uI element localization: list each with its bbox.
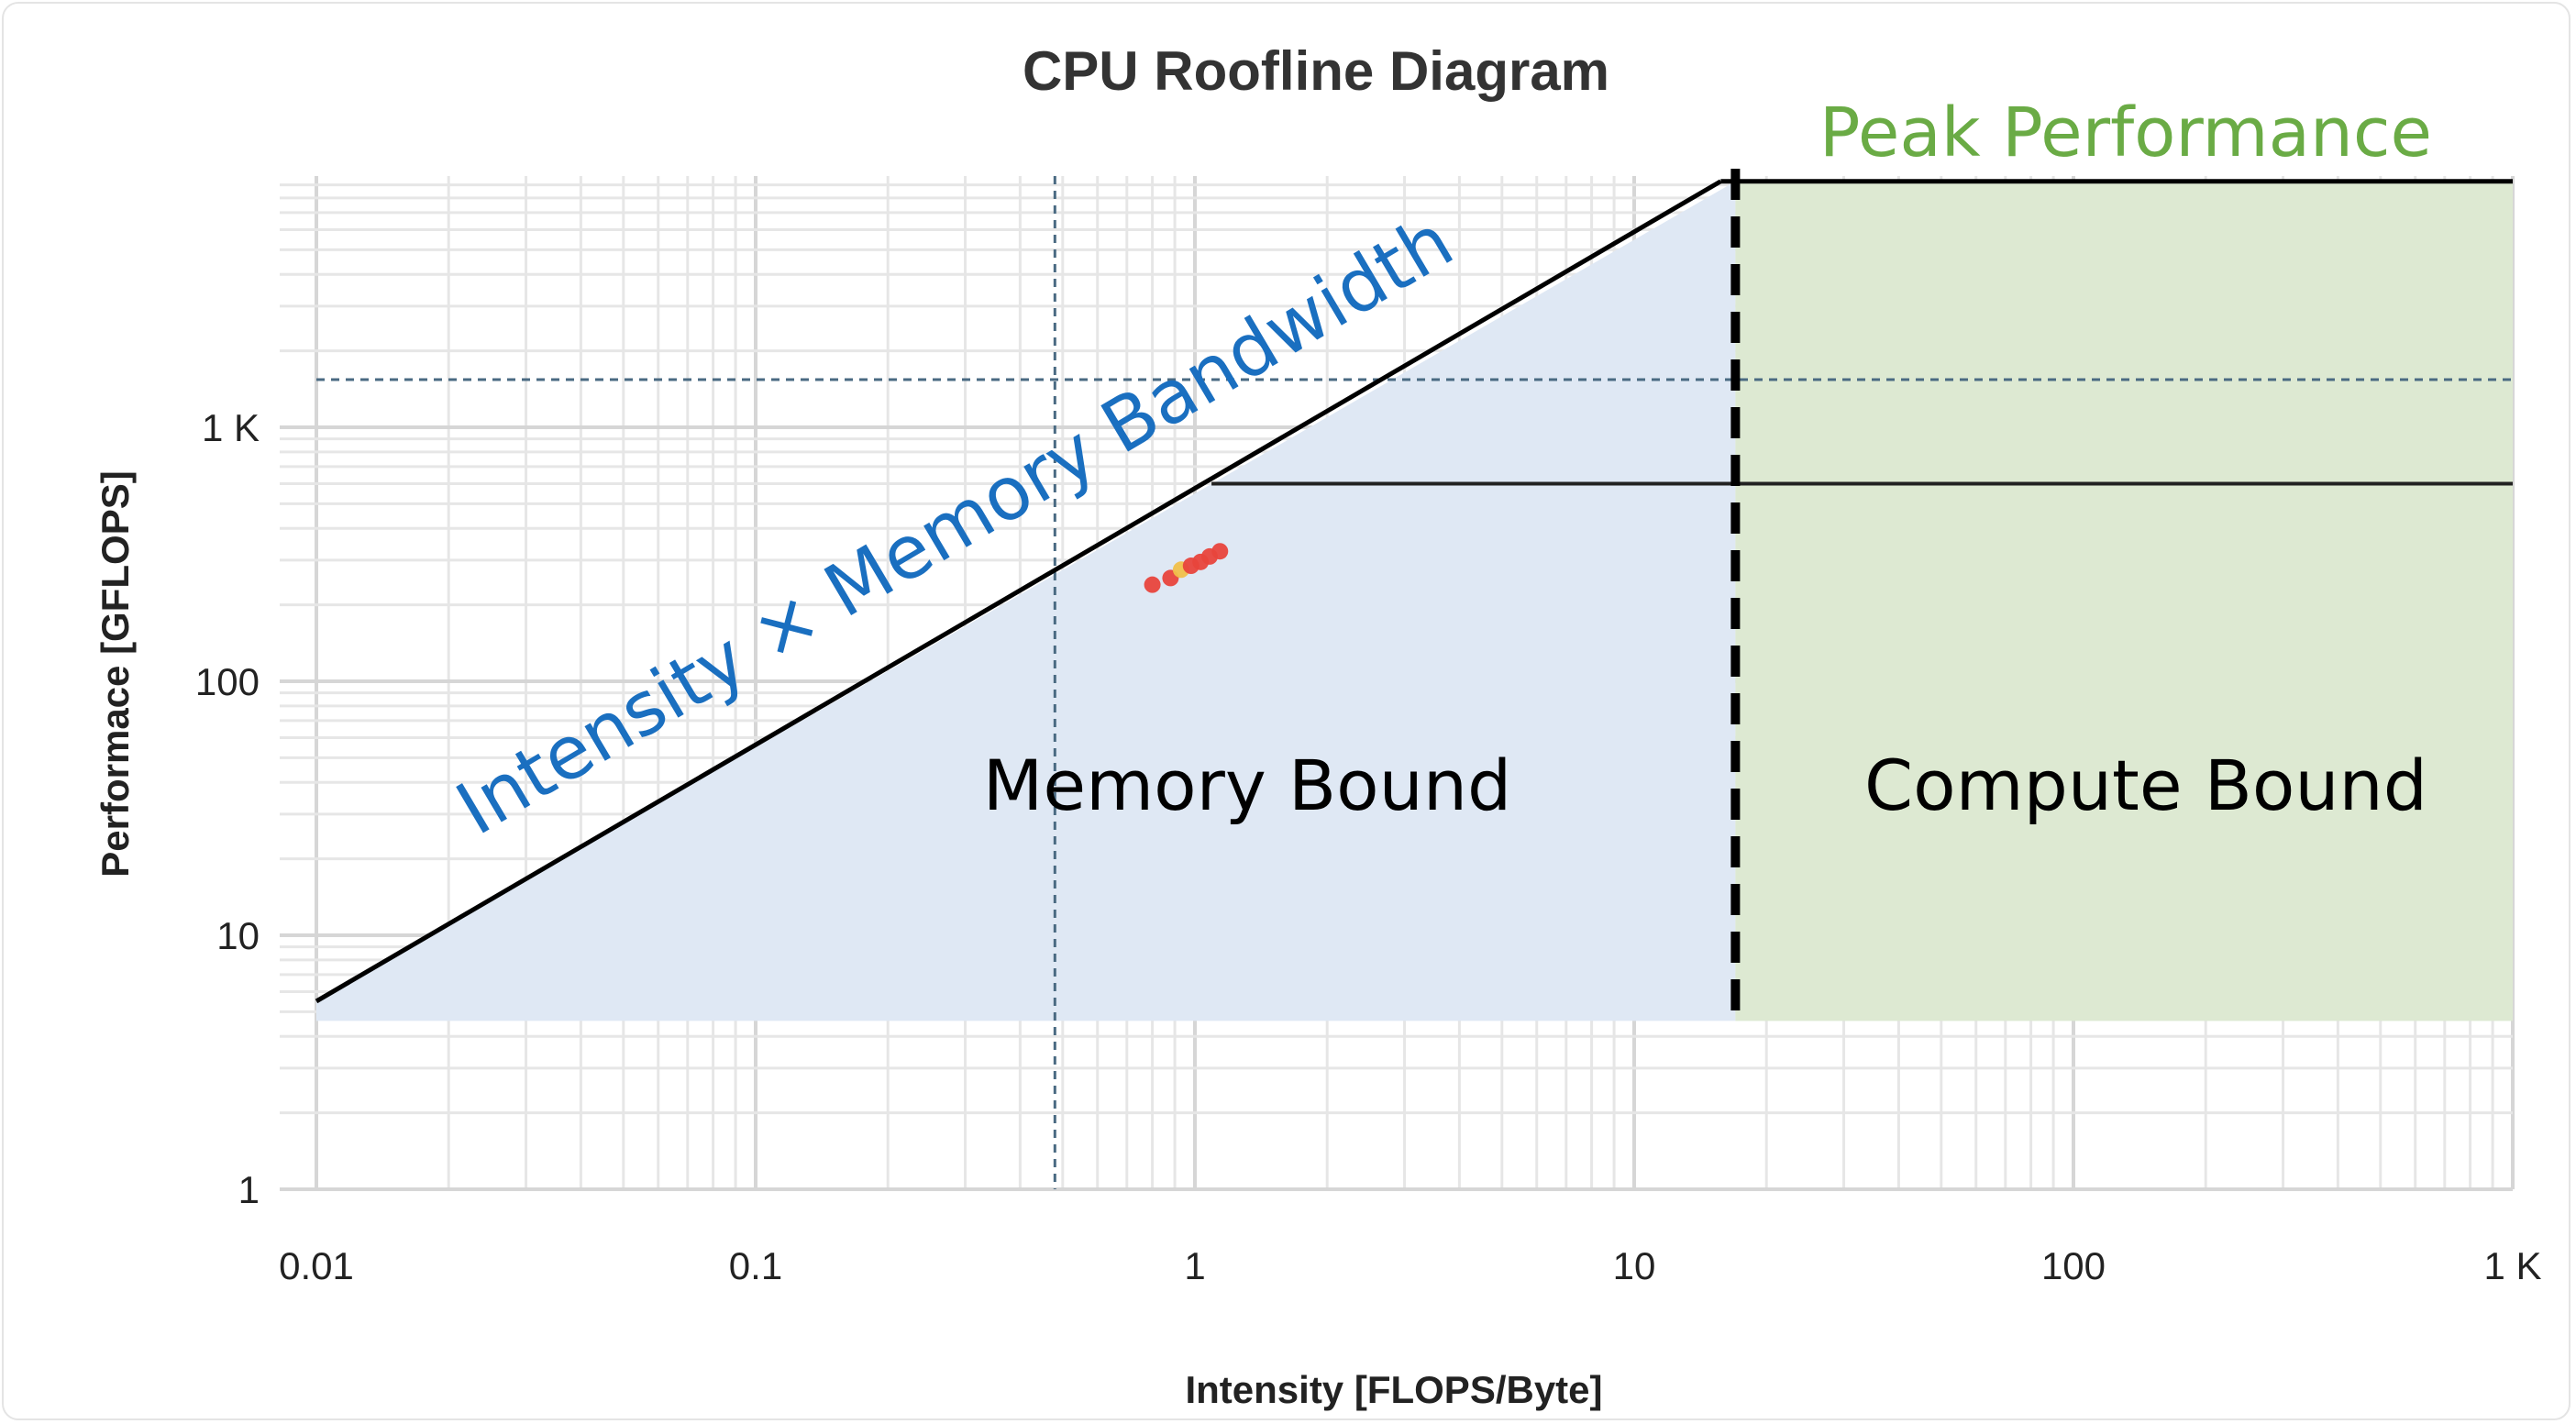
x-tick-label: 1 K <box>2483 1244 2541 1287</box>
memory-bound-label: Memory Bound <box>983 745 1511 826</box>
x-tick-label: 0.1 <box>729 1244 782 1287</box>
compute-bound-region <box>1735 181 2513 1021</box>
y-axis-title: Performace [GFLOPS] <box>94 470 137 877</box>
compute-bound-label: Compute Bound <box>1864 745 2427 826</box>
regions <box>316 181 2513 1021</box>
x-axis-title: Intensity [FLOPS/Byte] <box>1185 1368 1602 1411</box>
data-points <box>1144 543 1229 593</box>
y-tick-label: 1 <box>238 1168 260 1211</box>
y-tick-label: 1 K <box>202 406 260 449</box>
y-tick-labels: 1 10 100 1 K <box>195 406 260 1211</box>
roof-lines <box>315 169 2513 1021</box>
x-tick-label: 10 <box>1613 1244 1656 1287</box>
x-tick-label: 100 <box>2041 1244 2106 1287</box>
data-point <box>1211 543 1229 560</box>
memory-bound-region <box>316 181 1736 1021</box>
x-tick-labels: 0.01 0.1 1 10 100 1 K <box>279 1244 2541 1287</box>
bandwidth-roof-line <box>315 179 1722 1004</box>
reference-lines <box>316 176 2513 1189</box>
y-tick-label: 10 <box>216 914 260 957</box>
chart-title: CPU Roofline Diagram <box>1023 40 1609 102</box>
x-tick-label: 0.01 <box>279 1244 354 1287</box>
data-point <box>1144 576 1161 593</box>
y-tick-label: 100 <box>195 660 260 703</box>
peak-performance-label: Peak Performance <box>1819 94 2432 172</box>
x-tick-label: 1 <box>1184 1244 1205 1287</box>
